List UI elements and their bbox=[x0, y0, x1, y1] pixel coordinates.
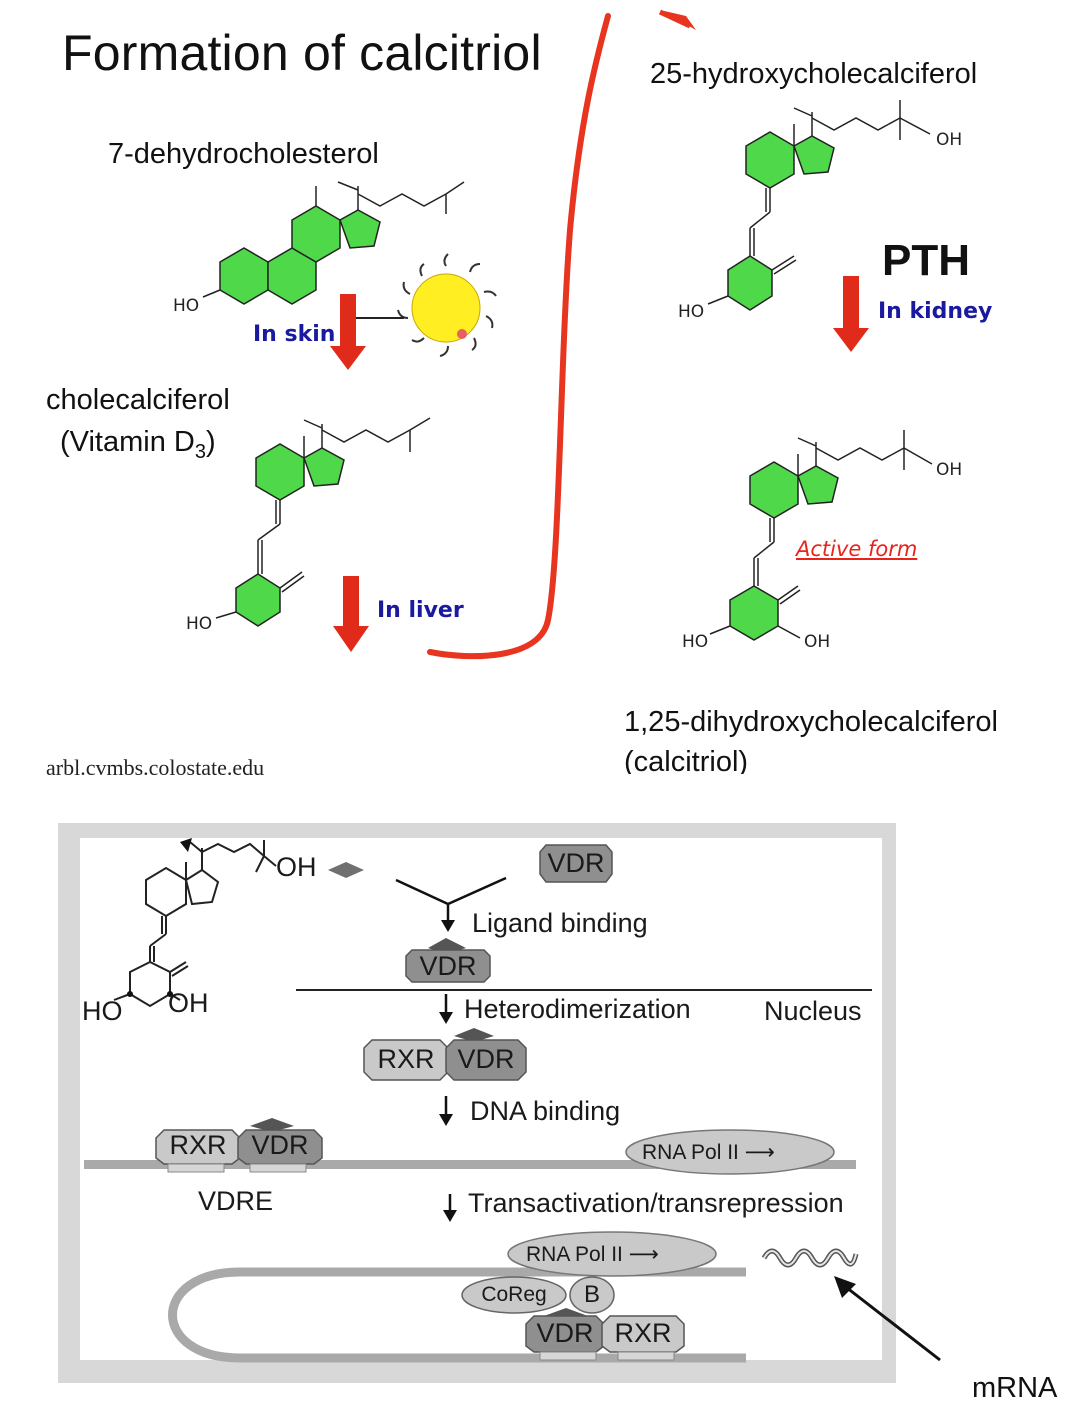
b-label: B bbox=[583, 1281, 600, 1308]
molecule-calcitriol bbox=[729, 461, 839, 641]
rxr-vdr-dimer-dna bbox=[155, 1118, 323, 1173]
transcription-start-arrow-icon-2: ⟶ bbox=[628, 1243, 659, 1266]
nucleus-label: Nucleus bbox=[764, 996, 862, 1026]
rxr-label-1: RXR bbox=[377, 1044, 435, 1074]
step-transactivation: Transactivation/transrepression bbox=[468, 1188, 844, 1218]
ligand-diamond-icon bbox=[328, 862, 364, 878]
rna-pol-ii-2 bbox=[507, 1231, 717, 1277]
vdr-label-5: VDR bbox=[536, 1318, 594, 1348]
rna-pol-ii-1 bbox=[625, 1129, 835, 1175]
ho-label-2: HO bbox=[186, 614, 213, 634]
step-label-in-kidney: In kidney bbox=[878, 299, 993, 324]
vitamin-d3-subscript: 3 bbox=[194, 440, 206, 463]
vitamin-d3-close: ) bbox=[205, 426, 216, 458]
mrna-squiggle-icon bbox=[761, 1248, 859, 1268]
coreg-label: CoReg bbox=[481, 1283, 547, 1306]
ho-label-3: HO bbox=[678, 302, 705, 322]
pth-label: PTH bbox=[882, 236, 970, 285]
rxr-label-2: RXR bbox=[169, 1130, 227, 1160]
vitamin-d3-text: (Vitamin D bbox=[60, 426, 195, 458]
b-protein bbox=[569, 1276, 615, 1314]
step-dna-binding: DNA binding bbox=[470, 1096, 621, 1126]
compound-label-vitamin-d3: (Vitamin D3) bbox=[60, 426, 216, 464]
arrow-in-liver bbox=[333, 576, 369, 652]
step-heterodimerization: Heterodimerization bbox=[464, 994, 691, 1024]
oh-label-3: OH bbox=[936, 130, 963, 150]
arrow-in-skin bbox=[330, 294, 366, 370]
dna-loop bbox=[168, 1267, 746, 1363]
top-diagram-graphics bbox=[202, 9, 933, 660]
rna-pol-ii-label-1: RNA Pol II ⟶ bbox=[642, 1140, 775, 1165]
oh-label-4b: OH bbox=[804, 632, 831, 652]
coreg-protein bbox=[461, 1276, 567, 1314]
vdr-label-4: VDR bbox=[251, 1130, 309, 1160]
vdre-label: VDRE bbox=[198, 1186, 274, 1216]
vdr-label-2: VDR bbox=[419, 951, 477, 981]
mech-oh-label: OH bbox=[168, 988, 209, 1018]
pathway-curve bbox=[427, 13, 611, 660]
rna-pol-ii-text-1: RNA Pol II bbox=[642, 1141, 739, 1164]
sun-icon bbox=[397, 253, 497, 357]
molecule-cholecalciferol bbox=[235, 443, 345, 627]
vdr-protein-1 bbox=[539, 844, 613, 883]
step-ligand-binding: Ligand binding bbox=[472, 908, 648, 938]
linker-3 bbox=[707, 100, 931, 305]
vdr-rxr-dimer-loop bbox=[525, 1308, 685, 1361]
compound-label-1-25-dihydroxycholecalciferol: 1,25-dihydroxycholecalciferol bbox=[624, 706, 998, 738]
linker-4 bbox=[709, 430, 933, 639]
compound-label-calcitriol: (calcitriol) bbox=[624, 746, 749, 774]
rna-pol-ii-label-2: RNA Pol II ⟶ bbox=[526, 1242, 659, 1267]
step-label-in-liver: In liver bbox=[377, 598, 464, 623]
arrow-in-kidney bbox=[833, 276, 869, 352]
calcitriol-structure bbox=[113, 840, 277, 1008]
compound-label-25-hydroxycholecalciferol: 25-hydroxycholecalciferol bbox=[650, 58, 978, 90]
compound-label-7-dehydrocholesterol: 7-dehydrocholesterol bbox=[108, 138, 379, 170]
vdr-label-3: VDR bbox=[457, 1044, 515, 1074]
receptor-y-shape bbox=[395, 876, 507, 906]
rxr-label-3: RXR bbox=[614, 1318, 672, 1348]
dna-strand-1 bbox=[84, 1160, 856, 1169]
ho-label-4: HO bbox=[682, 632, 709, 652]
ho-label-1: HO bbox=[173, 296, 200, 316]
transcription-start-arrow-icon: ⟶ bbox=[744, 1141, 775, 1164]
oh-label-4a: OH bbox=[936, 460, 963, 480]
vdr-label-1: VDR bbox=[547, 848, 605, 878]
mech-ho-label: HO bbox=[82, 996, 123, 1026]
linker-2 bbox=[215, 417, 431, 619]
vdr-protein-2 bbox=[405, 938, 491, 983]
step-label-in-skin: In skin bbox=[253, 322, 336, 347]
mrna-pointer-arrow bbox=[841, 1282, 941, 1362]
ligand-oh-label: OH bbox=[276, 852, 317, 882]
molecule-7-dehydrocholesterol bbox=[219, 205, 381, 305]
mrna-label: mRNA bbox=[972, 1372, 1058, 1404]
source-credit: arbl.cvmbs.colostate.edu bbox=[46, 755, 265, 780]
active-form-label: Active form bbox=[796, 537, 918, 561]
rna-pol-ii-text-2: RNA Pol II bbox=[526, 1243, 623, 1266]
compound-label-cholecalciferol: cholecalciferol bbox=[46, 384, 230, 416]
side-chain-1 bbox=[202, 181, 465, 298]
rxr-vdr-dimer-1 bbox=[363, 1028, 527, 1081]
page-title: Formation of calcitriol bbox=[62, 25, 542, 81]
